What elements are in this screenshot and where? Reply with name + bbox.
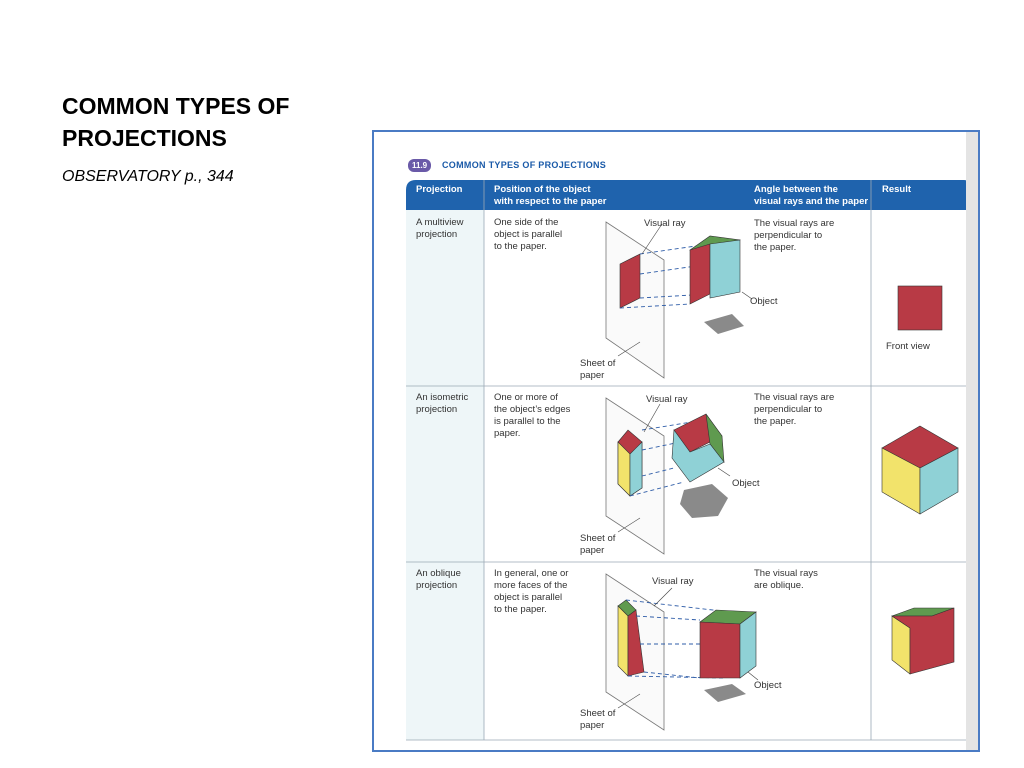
object-label: Object (732, 478, 760, 489)
figure-badge: 11.9 (408, 159, 432, 172)
object-label: Object (754, 680, 782, 691)
figure-caption: COMMON TYPES OF PROJECTIONS (442, 160, 607, 170)
oblique-diagram (605, 573, 955, 731)
visual-ray-label: Visual ray (652, 576, 694, 587)
object-label: Object (750, 296, 778, 307)
slide-subtitle: OBSERVATORY p., 344 (62, 168, 234, 185)
multiview-diagram (605, 221, 943, 379)
header-position: Position of the object with respect to t… (494, 184, 607, 207)
header-projection: Projection (416, 184, 463, 195)
visual-ray-label: Visual ray (646, 394, 688, 405)
header-angle: Angle between the visual rays and the pa… (754, 184, 869, 207)
slide-title: COMMON TYPES OF PROJECTIONS (62, 93, 290, 151)
result-label: Front view (886, 341, 930, 352)
projection-figure: 11.9 COMMON TYPES OF PROJECTIONS Project… (372, 130, 980, 752)
isometric-diagram (605, 397, 959, 555)
visual-ray-label: Visual ray (644, 218, 686, 229)
header-result: Result (882, 184, 912, 195)
